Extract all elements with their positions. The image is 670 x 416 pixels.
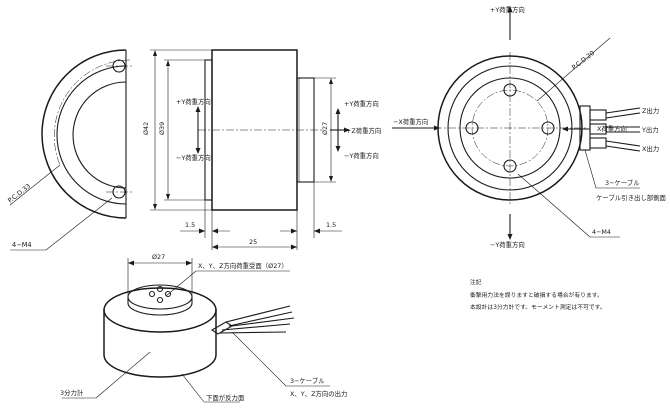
- dim-phi39: Ø39: [158, 122, 166, 135]
- z-output: Z出力: [642, 106, 659, 115]
- side-plus-z-load: +Z荷重方向: [346, 126, 381, 135]
- x-output: X出力: [642, 144, 659, 153]
- front-pcd-label: P.C.D.20: [570, 49, 596, 72]
- front-cable-side: ケーブル引き出し部側面: [596, 193, 667, 202]
- front-plus-y-load: +Y荷重方向: [490, 5, 525, 14]
- side-minus-y-load-right: −Y荷重方向: [344, 151, 379, 160]
- iso-dim-phi27: Ø27: [152, 253, 165, 261]
- iso-cable-label: 3−ケーブル: [290, 376, 325, 385]
- notes-line2: 本設計は3分力計です。モーメント測定は不可です。: [470, 303, 606, 311]
- front-hole-right: [541, 121, 555, 135]
- dim-phi27: Ø27: [321, 122, 329, 135]
- minus-x-direction: −X荷重方向: [392, 117, 440, 131]
- side-view: Ø42 Ø39 Ø27 +Y荷重方向 −Y荷重方向 +Y荷重方向 +Z荷重方向 …: [142, 49, 381, 250]
- notes: 注記 衝撃用力法を誤りますと破損する場合が有ります。 本設計は3分力計です。モー…: [470, 278, 606, 311]
- front-cable-label: 3−ケーブル: [605, 178, 640, 187]
- front-x-load: X荷重方向: [597, 124, 627, 133]
- front-thread-label: 4−M4: [592, 228, 611, 236]
- iso-view: Ø27 X、Y、Z方向荷重受面（Ø27） 3−ケーブル X、Y、Z方向の出力 3…: [60, 253, 347, 403]
- front-hole-left: [465, 121, 479, 135]
- left-pcd-label: P.C.D.33: [6, 182, 32, 205]
- notes-line1: 衝撃用力法を誤りますと破損する場合が有ります。: [470, 291, 603, 299]
- y-output: Y出力: [641, 125, 659, 134]
- iso-three-axis: 3分力計: [60, 388, 84, 397]
- notes-title: 注記: [470, 278, 482, 286]
- side-plus-y-load-right: +Y荷重方向: [344, 99, 379, 108]
- dim-1-5-left: 1.5: [185, 221, 195, 229]
- front-hole-top: [503, 83, 517, 97]
- iso-load-face: X、Y、Z方向荷重受面（Ø27）: [198, 261, 288, 270]
- side-plus-y-load: +Y荷重方向: [176, 97, 211, 106]
- front-view: +Y荷重方向 −Y荷重方向 P.C.D.20 Z出力 Y出力 X出力 X荷重方向…: [434, 5, 667, 249]
- iso-cable-output: X、Y、Z方向の出力: [290, 389, 347, 398]
- dim-phi42: Ø42: [142, 122, 150, 135]
- dim-25: 25: [249, 238, 257, 246]
- minus-x-load: −X荷重方向: [393, 117, 428, 126]
- front-hole-bottom: [503, 159, 517, 173]
- front-minus-y-load: −Y荷重方向: [490, 240, 525, 249]
- dim-1-5-right: 1.5: [326, 221, 336, 229]
- left-partial-view: P.C.D.33 4−M4: [6, 49, 132, 251]
- side-minus-y-load: −Y荷重方向: [176, 153, 211, 162]
- iso-bottom-face: 下面が反力面: [206, 393, 245, 402]
- left-thread-label: 4−M4: [12, 241, 32, 249]
